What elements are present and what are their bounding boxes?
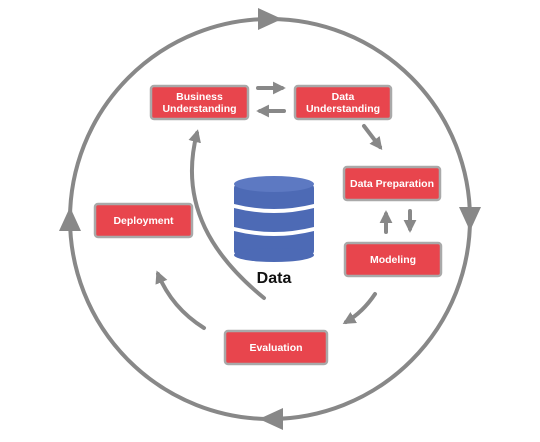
stage-label-line: Business (176, 91, 223, 103)
arrow-modeling-to-evaluation (342, 292, 377, 324)
stage-label-line: Deployment (113, 215, 174, 227)
arrow-data-understanding-to-preparation (362, 124, 383, 151)
stage-label-line: Understanding (162, 103, 236, 115)
outer-arrowhead-left (59, 207, 81, 231)
stage-data-preparation: Data Preparation (342, 165, 442, 202)
stage-evaluation: Evaluation (223, 329, 329, 366)
outer-arrowhead-right (459, 207, 481, 231)
arrow-evaluation-to-deployment (155, 270, 206, 330)
stage-label-line: Modeling (370, 254, 416, 266)
stage-label-line: Data (332, 91, 355, 103)
stage-label-line: Evaluation (249, 342, 302, 354)
stage-data-understanding: Data Understanding (293, 84, 393, 121)
outer-arrowhead-bottom (259, 408, 283, 430)
outer-arrowhead-top (258, 8, 282, 30)
stage-deployment: Deployment (93, 202, 194, 239)
center-data-label: Data (257, 270, 292, 287)
stage-business-understanding: Business Understanding (149, 84, 250, 121)
stage-modeling: Modeling (343, 241, 443, 278)
stage-label-line: Understanding (306, 103, 380, 115)
arrow-evaluation-to-business-understanding (188, 129, 266, 300)
database-icon (234, 176, 314, 262)
stage-label-line: Data Preparation (350, 178, 434, 190)
